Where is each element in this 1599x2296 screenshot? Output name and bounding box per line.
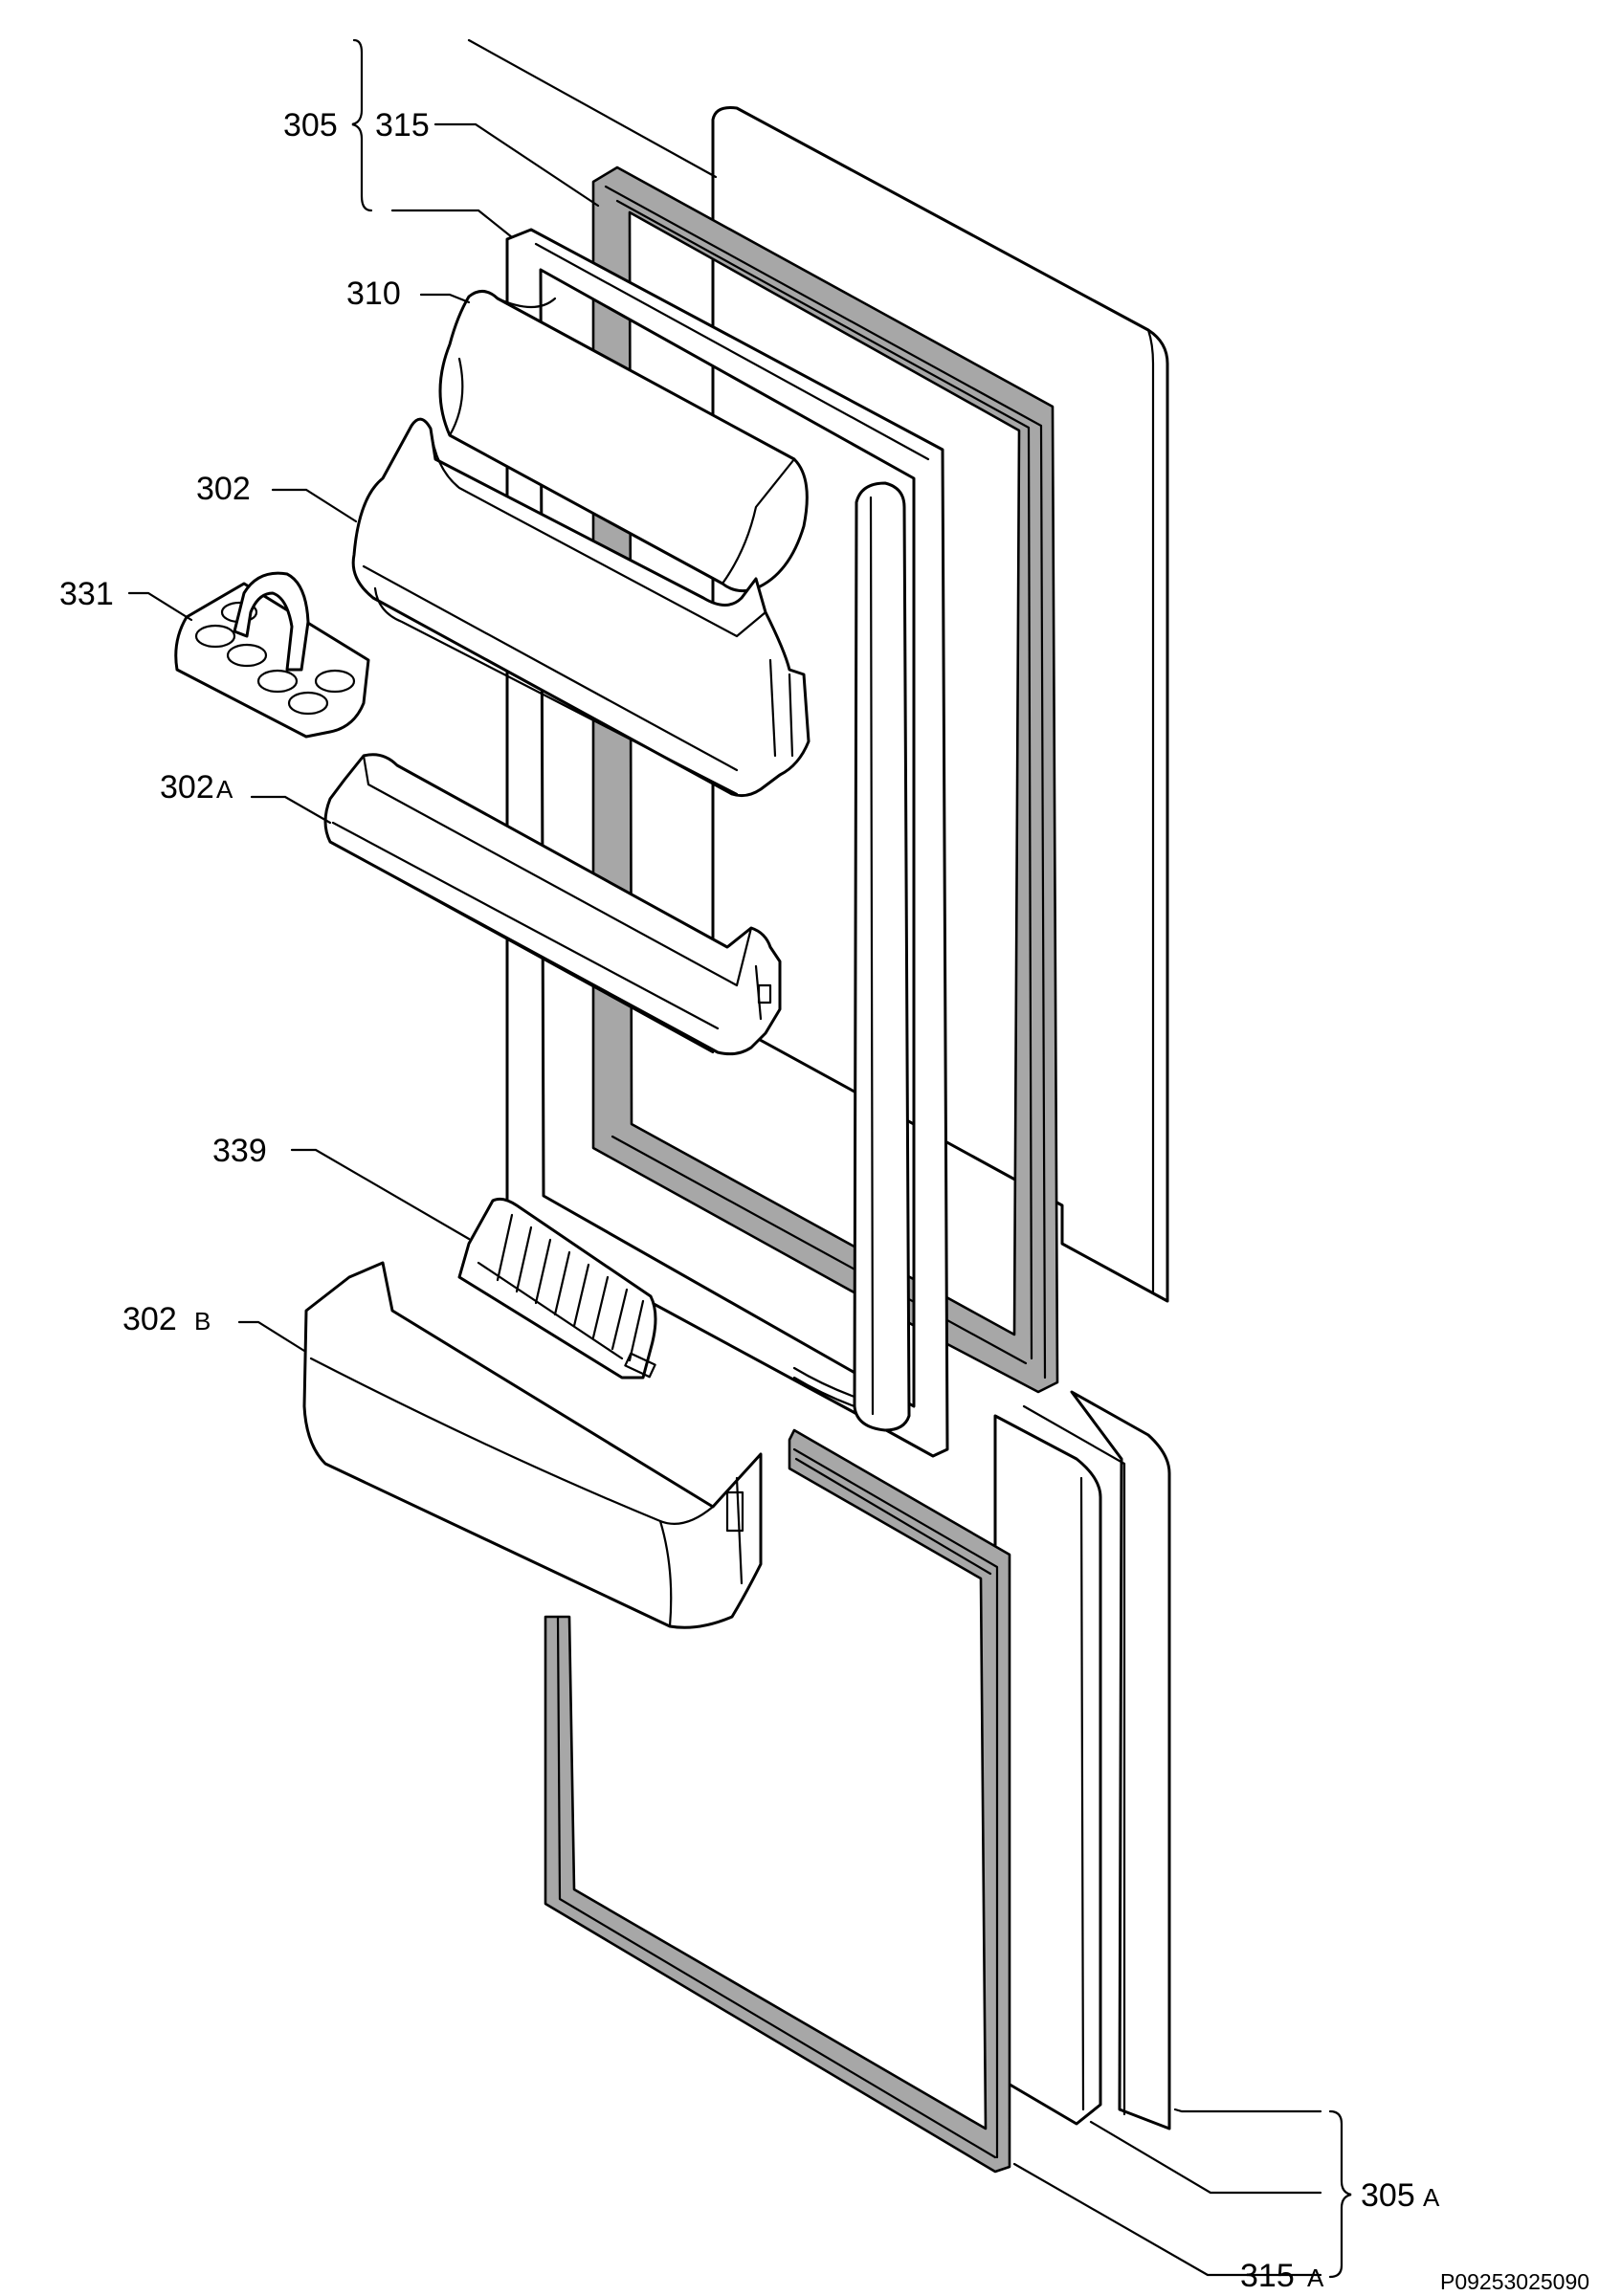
part-labels: 305 315 310 302 331 302 A 339 302 B 305 … bbox=[59, 107, 1589, 2294]
lower-door-gasket bbox=[544, 1428, 1011, 2174]
label-315a-suffix: A bbox=[1307, 2263, 1324, 2292]
door-bin-302b bbox=[302, 1261, 763, 1629]
label-310: 310 bbox=[346, 276, 401, 312]
label-302a-suffix: A bbox=[216, 775, 233, 804]
label-331: 331 bbox=[59, 576, 114, 612]
drawing-code: P09253025090 bbox=[1440, 2269, 1589, 2294]
inner-retainer-bar bbox=[792, 481, 911, 1432]
bottle-divider bbox=[457, 1197, 657, 1380]
leader-lines bbox=[127, 38, 1352, 2279]
label-315a-number: 315 bbox=[1240, 2258, 1295, 2294]
label-305: 305 bbox=[283, 107, 338, 144]
label-315: 315 bbox=[375, 107, 430, 144]
lower-door-panel bbox=[993, 1390, 1171, 2130]
label-302: 302 bbox=[196, 471, 251, 507]
label-339: 339 bbox=[212, 1133, 267, 1169]
label-302b-number: 302 bbox=[122, 1301, 177, 1337]
label-302b-suffix: B bbox=[194, 1307, 211, 1336]
upper-door-gasket bbox=[591, 166, 1059, 1394]
label-305a-suffix: A bbox=[1423, 2183, 1440, 2212]
egg-tray bbox=[174, 571, 370, 739]
door-bin-302a bbox=[323, 753, 782, 1056]
label-305a-number: 305 bbox=[1361, 2177, 1415, 2214]
label-302a-number: 302 bbox=[160, 769, 214, 806]
door-bin-302 bbox=[351, 417, 811, 798]
